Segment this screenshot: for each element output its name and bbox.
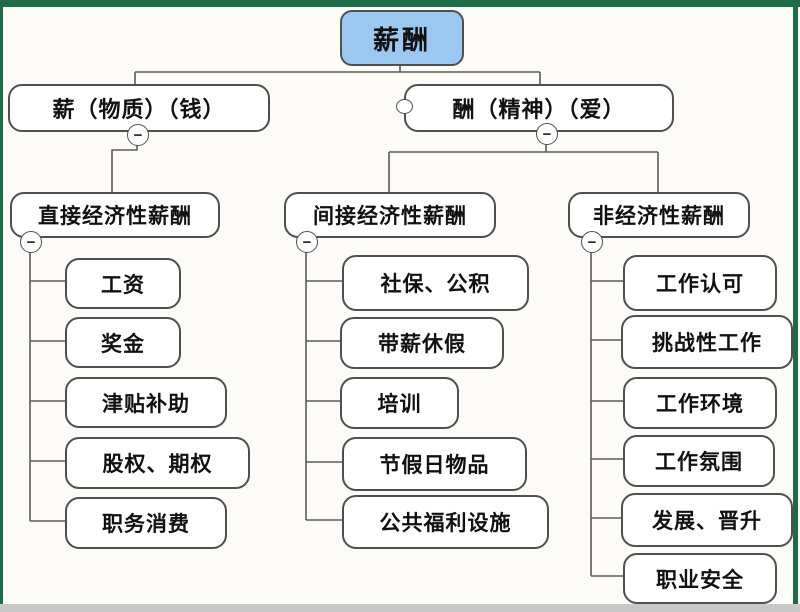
node-position-consumption[interactable]: 职务消费 [65, 497, 227, 549]
node-handle-icon[interactable] [396, 99, 413, 114]
minus-glyph: − [587, 233, 597, 251]
collapse-icon-direct[interactable]: − [20, 231, 42, 253]
left-frame-bar [0, 0, 3, 612]
node-label: 公共福利设施 [379, 512, 512, 535]
top-frame-bar [0, 0, 800, 7]
node-development-promotion[interactable]: 发展、晋升 [621, 493, 793, 547]
node-label: 节假日物品 [379, 454, 490, 477]
node-indirect-economic[interactable]: 间接经济性薪酬 [284, 192, 496, 238]
collapse-icon-noneco[interactable]: − [581, 231, 603, 253]
node-label: 工作氛围 [655, 451, 743, 474]
node-direct-economic[interactable]: 直接经济性薪酬 [10, 192, 220, 238]
node-label: 奖金 [101, 332, 145, 356]
node-work-environment[interactable]: 工作环境 [623, 377, 777, 429]
node-label: 酬（精神）（爱） [452, 97, 626, 122]
node-paid-leave[interactable]: 带薪休假 [340, 317, 504, 369]
node-work-recognition[interactable]: 工作认可 [623, 255, 777, 311]
node-label: 津贴补助 [102, 392, 190, 416]
node-label: 发展、晋升 [652, 510, 762, 533]
collapse-icon-pay[interactable]: − [127, 124, 149, 146]
node-label: 薪酬 [372, 24, 431, 55]
node-label: 薪（物质）（钱） [52, 97, 226, 122]
node-salary[interactable]: 工资 [65, 258, 181, 309]
minus-glyph: − [302, 233, 312, 251]
node-allowance[interactable]: 津贴补助 [65, 377, 227, 428]
node-label: 非经济性薪酬 [593, 205, 725, 228]
node-equity-options[interactable]: 股权、期权 [65, 437, 250, 489]
node-holiday-goods[interactable]: 节假日物品 [342, 437, 527, 491]
node-label: 带薪休假 [378, 333, 466, 356]
node-label: 直接经济性薪酬 [38, 205, 192, 228]
node-label: 股权、期权 [102, 453, 213, 476]
node-public-welfare[interactable]: 公共福利设施 [342, 495, 549, 549]
right-frame-bar [793, 0, 798, 612]
node-label: 挑战性工作 [652, 332, 762, 355]
node-challenging-work[interactable]: 挑战性工作 [621, 315, 793, 369]
node-root-compensation[interactable]: 薪酬 [340, 10, 464, 66]
node-label: 工作环境 [656, 393, 744, 416]
minus-glyph: − [542, 125, 552, 143]
node-label: 社保、公积 [380, 273, 491, 296]
node-label: 职务消费 [102, 513, 190, 536]
node-reward-spiritual[interactable]: 酬（精神）（爱） [404, 84, 674, 132]
node-label: 间接经济性薪酬 [313, 205, 467, 228]
node-non-economic[interactable]: 非经济性薪酬 [568, 192, 750, 238]
node-work-atmosphere[interactable]: 工作氛围 [623, 435, 775, 487]
node-bonus[interactable]: 奖金 [65, 317, 181, 368]
node-career-security[interactable]: 职业安全 [623, 553, 777, 604]
collapse-icon-reward[interactable]: − [536, 123, 558, 145]
node-label: 职业安全 [656, 568, 744, 592]
node-label: 工资 [101, 273, 145, 297]
minus-glyph: − [26, 233, 36, 251]
node-training[interactable]: 培训 [340, 377, 459, 429]
node-label: 培训 [377, 393, 422, 416]
node-social-insurance[interactable]: 社保、公积 [342, 255, 529, 311]
bottom-frame-bar [0, 604, 800, 612]
minus-glyph: − [133, 126, 143, 144]
collapse-icon-indirect[interactable]: − [296, 231, 318, 253]
node-label: 工作认可 [656, 273, 744, 296]
